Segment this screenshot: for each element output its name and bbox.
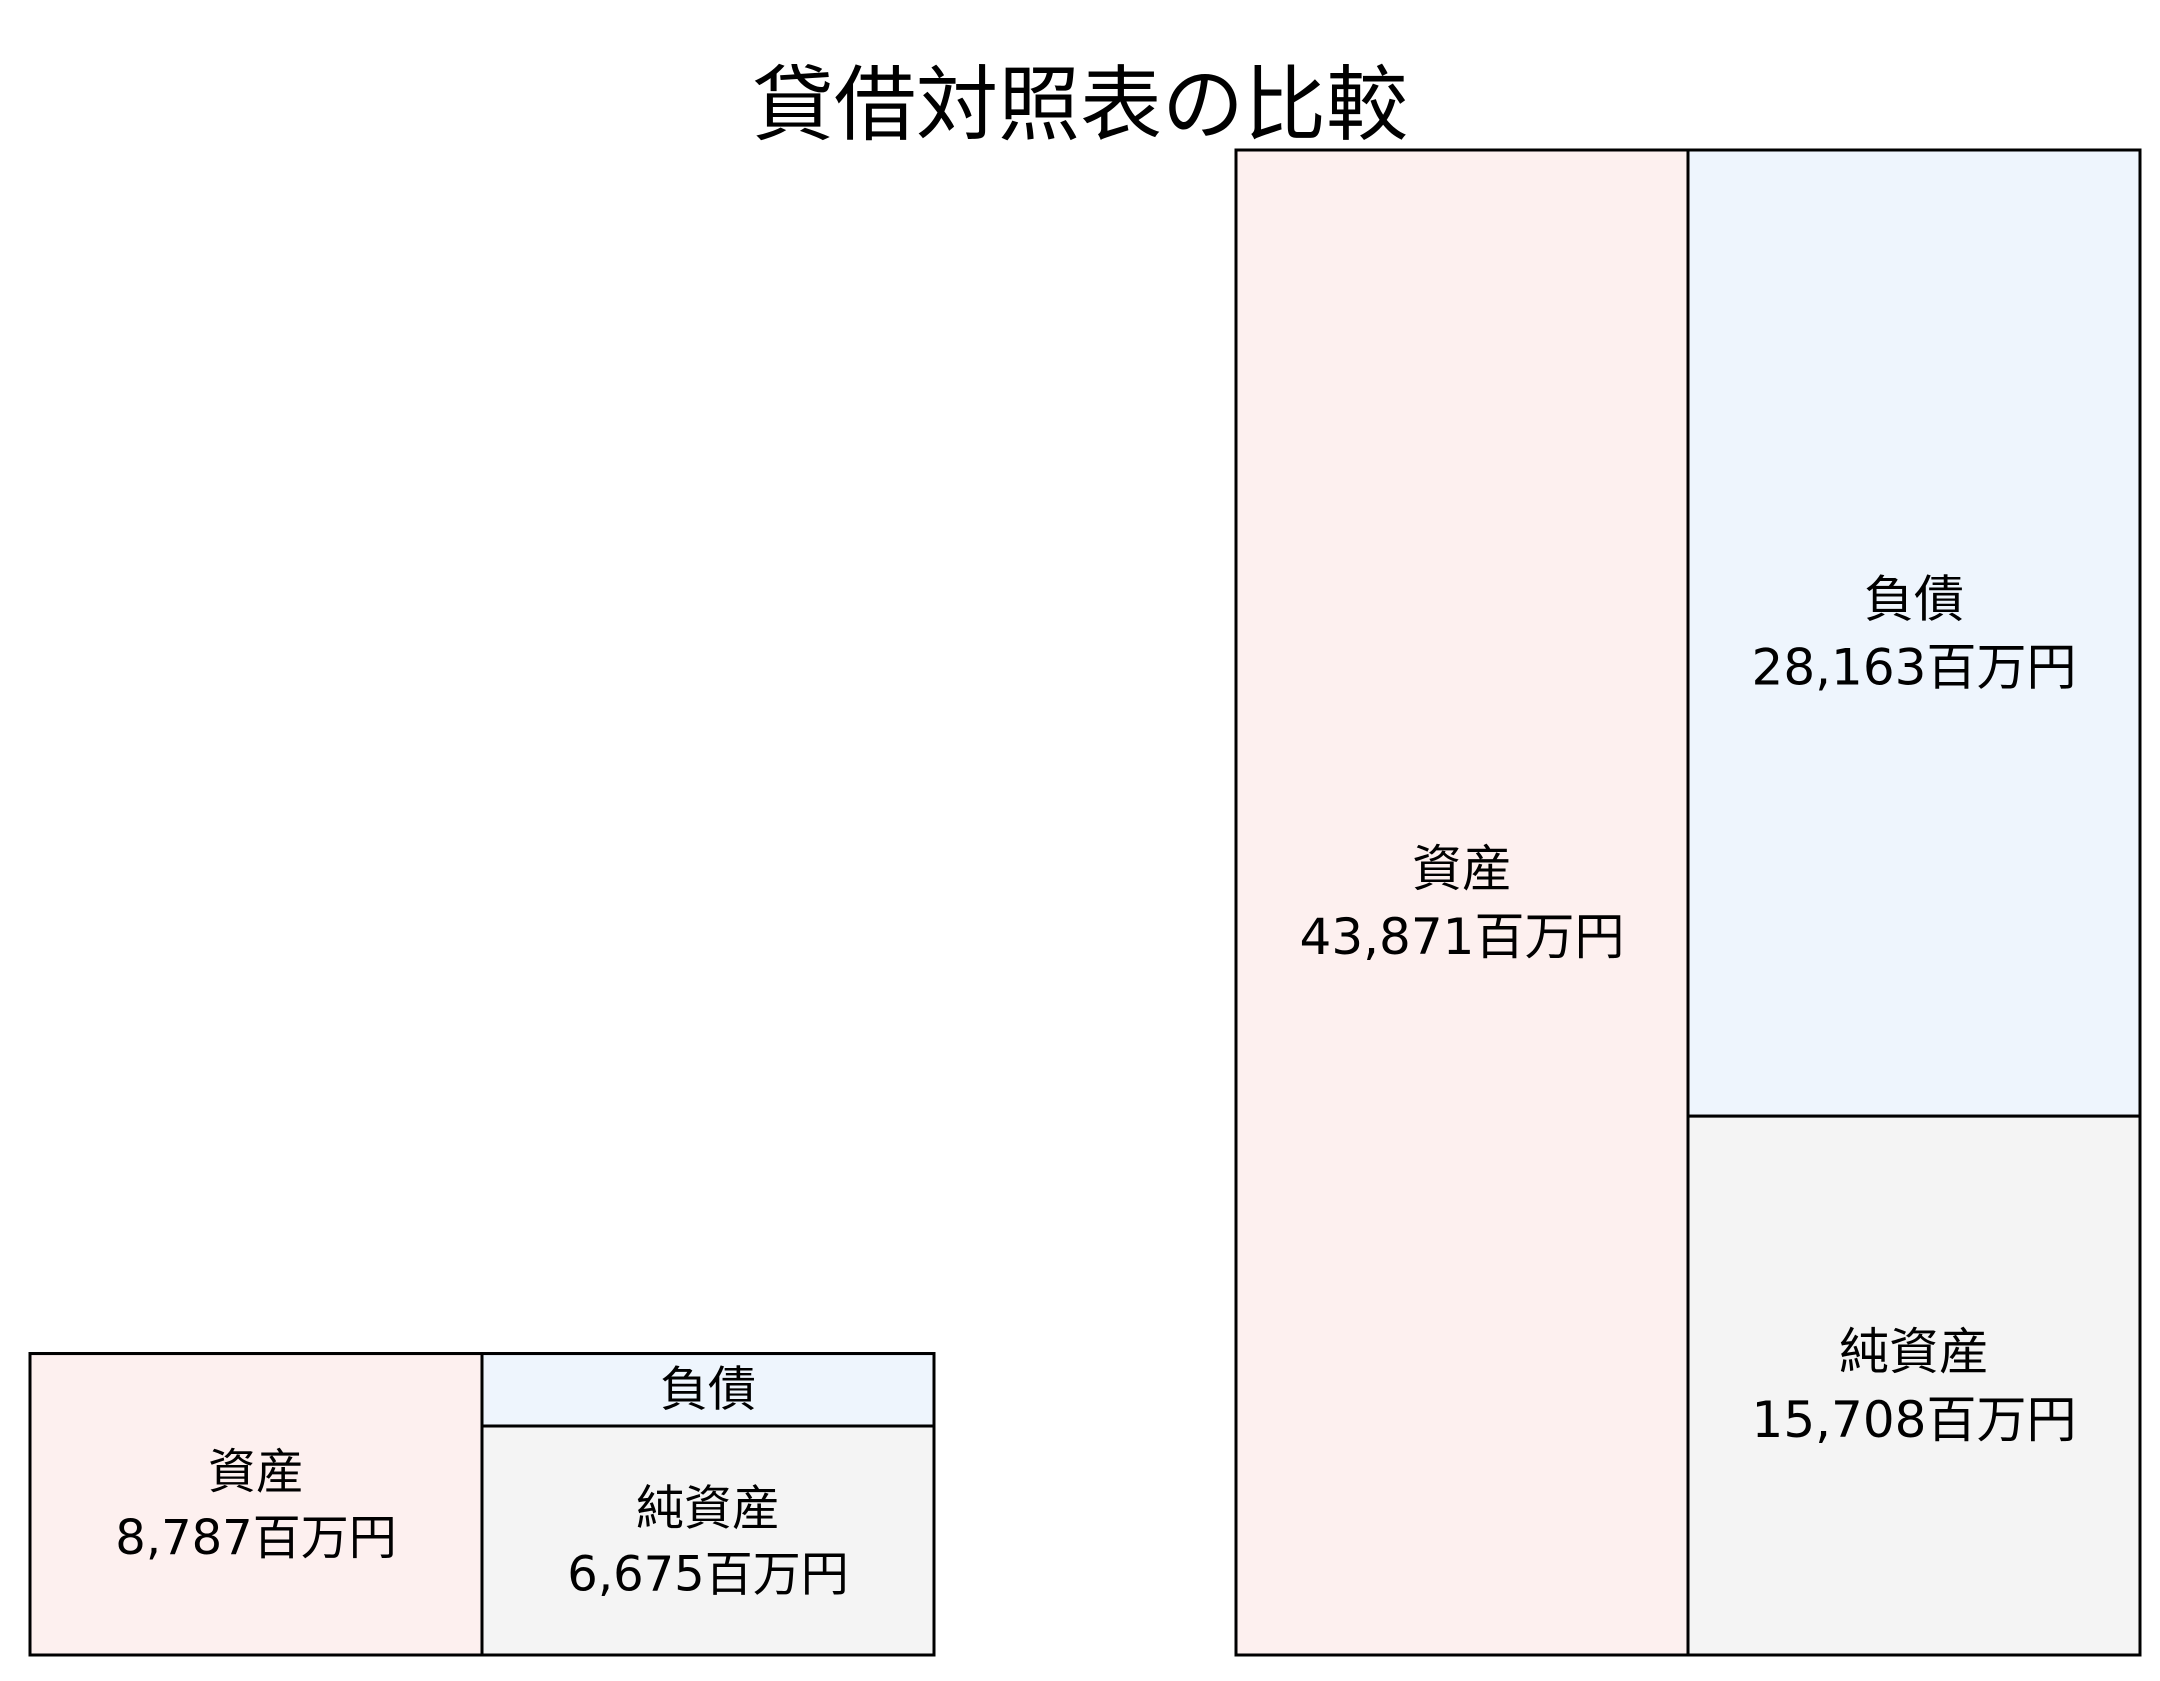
liabilities-value: 28,163百万円 [1752, 639, 2077, 697]
net-assets-block [1686, 1114, 2142, 1657]
assets-value: 43,871百万円 [1300, 908, 1625, 966]
net-assets-block [480, 1424, 936, 1657]
liabilities-block [480, 1352, 936, 1428]
net-assets-label: 純資産 [1839, 1323, 1989, 1381]
liabilities-block [1686, 148, 2142, 1118]
chart-title: 貸借対照表の比較 [751, 58, 1408, 153]
assets-label: 資産 [208, 1444, 304, 1500]
liabilities-label: 負債 [1864, 571, 1964, 629]
assets-block [28, 1352, 484, 1657]
net-assets-value: 15,708百万円 [1752, 1391, 2077, 1449]
assets-label: 資産 [1412, 840, 1512, 898]
liabilities-label: 負債 [660, 1362, 756, 1418]
assets-block [1234, 148, 1690, 1657]
net-assets-label: 純資産 [636, 1480, 780, 1536]
net-assets-value: 6,675百万円 [567, 1546, 848, 1602]
assets-value: 8,787百万円 [115, 1510, 396, 1566]
